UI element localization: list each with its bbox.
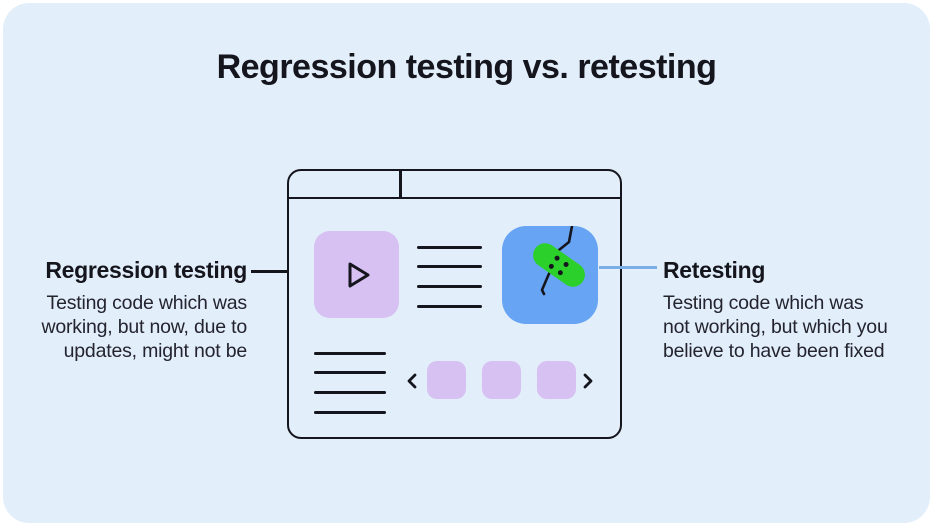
regression-testing-description: Testing code which was working, but now,… [14,291,247,363]
browser-window [287,169,622,439]
play-icon [348,262,369,287]
text-line [417,265,482,268]
description-line: believe to have been fixed [663,340,885,362]
carousel-item [427,361,466,399]
page-title: Regression testing vs. retesting [216,48,717,86]
text-line [314,371,386,374]
video-thumbnail-tile [314,231,399,318]
text-line [314,352,386,355]
bandage-dot [557,268,565,276]
regression-testing-callout: Regression testing Testing code which wa… [14,257,247,363]
chevron-left-icon [407,373,417,389]
retesting-heading: Retesting [663,257,766,283]
retesting-description: Testing code which was not working, but … [663,291,925,363]
description-line: Testing code which was [46,292,248,314]
text-line [417,285,482,288]
carousel-item [537,361,576,399]
description-line: Testing code which was [663,292,864,314]
text-line [314,391,386,394]
description-line: updates, might not be [63,340,248,362]
text-line [314,411,386,414]
bandage-dot [548,262,556,270]
bandage-dot [562,260,570,268]
regression-connector-line [251,270,289,273]
chevron-right-icon [583,373,593,389]
retesting-callout: Retesting Testing code which was not wor… [663,257,925,363]
text-line [417,305,482,308]
regression-testing-heading: Regression testing [45,257,247,283]
retesting-connector-line [599,266,657,269]
description-line: working, but now, due to [41,316,247,338]
bug-fix-tile [502,226,598,324]
tab-divider [399,171,402,197]
text-line [417,246,482,249]
browser-window-header [289,171,620,199]
background-panel [3,3,930,523]
bandage-dot [553,254,561,262]
carousel-item [482,361,521,399]
description-line: not working, but which you [663,316,888,338]
